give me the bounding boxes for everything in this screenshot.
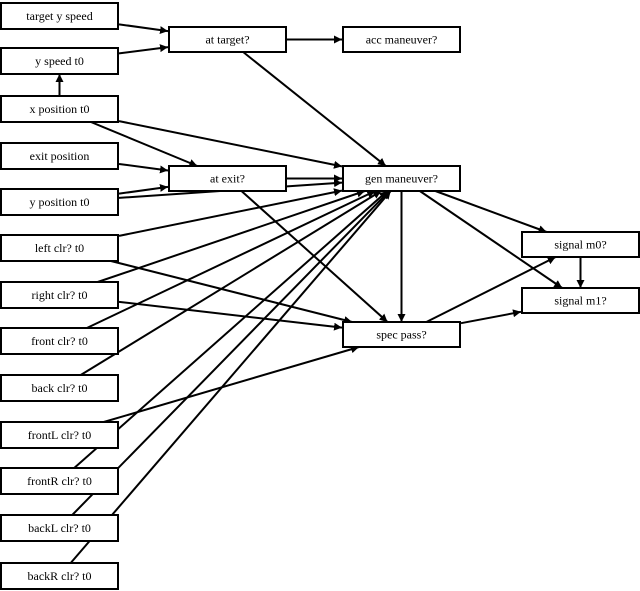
node-exit-position: exit position: [0, 142, 119, 170]
node-box: [521, 287, 640, 314]
node-label: right clr? t0: [32, 288, 88, 302]
node-y-speed-t0: y speed t0: [0, 47, 119, 75]
node-label: target y speed: [26, 9, 92, 23]
node-label: spec pass?: [376, 328, 426, 342]
node-box: [521, 231, 640, 258]
node-box: [0, 142, 119, 170]
node-label: left clr? t0: [35, 241, 84, 255]
node-backr-clr-t0: backR clr? t0: [0, 562, 119, 590]
edge-left-clr-t0-to-spec-pass: [110, 260, 353, 324]
node-box: [342, 26, 461, 53]
node-y-position-t0: y position t0: [0, 188, 119, 216]
node-box: [0, 47, 119, 75]
edge-gen-maneuver-to-signal-m1: [419, 190, 563, 289]
node-signal-m1: signal m1?: [521, 287, 640, 314]
node-label: y position t0: [29, 195, 89, 209]
node-signal-m0: signal m0?: [521, 231, 640, 258]
node-backl-clr-t0: backL clr? t0: [0, 514, 119, 542]
node-label: exit position: [30, 149, 90, 163]
edge-right-clr-t0-to-gen-maneuver: [97, 189, 366, 283]
node-box: [0, 2, 119, 30]
node-box: [0, 234, 119, 262]
node-box: [0, 562, 119, 590]
node-at-target: at target?: [168, 26, 287, 53]
node-spec-pass: spec pass?: [342, 321, 461, 348]
node-gen-maneuver: gen maneuver?: [342, 165, 461, 192]
edge-spec-pass-to-signal-m0: [425, 256, 557, 323]
node-right-clr-t0: right clr? t0: [0, 281, 119, 309]
node-left-clr-t0: left clr? t0: [0, 234, 119, 262]
edge-right-clr-t0-to-spec-pass: [118, 300, 343, 331]
edge-spec-pass-to-signal-m1: [460, 309, 522, 325]
node-label: front clr? t0: [31, 334, 88, 348]
node-label: backR clr? t0: [28, 569, 92, 583]
node-label: backL clr? t0: [28, 521, 91, 535]
node-box: [0, 421, 119, 449]
node-box: [168, 165, 287, 192]
node-acc-maneuver: acc maneuver?: [342, 26, 461, 53]
edge-left-clr-t0-to-gen-maneuver: [118, 188, 343, 237]
node-label: frontL clr? t0: [28, 428, 92, 442]
node-label: gen maneuver?: [365, 172, 438, 186]
edge-frontl-clr-t0-to-spec-pass: [103, 345, 360, 423]
node-frontl-clr-t0: frontL clr? t0: [0, 421, 119, 449]
edge-target-y-speed-to-at-target: [118, 23, 169, 35]
node-box: [342, 165, 461, 192]
edge-gen-maneuver-to-signal-m0: [435, 190, 547, 233]
edge-frontr-clr-t0-to-gen-maneuver: [73, 190, 389, 469]
edge-x-position-t0-to-at-exit: [90, 121, 198, 167]
node-x-position-t0: x position t0: [0, 95, 119, 123]
node-box: [342, 321, 461, 348]
node-label: frontR clr? t0: [27, 474, 92, 488]
node-box: [0, 188, 119, 216]
node-back-clr-t0: back clr? t0: [0, 374, 119, 402]
node-box: [0, 327, 119, 355]
edge-y-position-t0-to-at-exit: [118, 183, 169, 195]
edge-back-clr-t0-to-gen-maneuver: [80, 190, 382, 376]
edge-exit-position-to-at-exit: [118, 162, 169, 174]
edges-layer: [55, 23, 585, 564]
node-at-exit: at exit?: [168, 165, 287, 192]
node-label: y speed t0: [35, 54, 84, 68]
edge-y-speed-t0-to-at-target: [118, 44, 169, 55]
node-label: at exit?: [210, 172, 245, 186]
edge-x-position-t0-to-gen-maneuver: [118, 120, 343, 169]
node-box: [0, 467, 119, 495]
node-label: signal m0?: [554, 238, 606, 252]
node-box: [168, 26, 287, 53]
node-frontr-clr-t0: frontR clr? t0: [0, 467, 119, 495]
edge-at-target-to-gen-maneuver: [242, 51, 387, 167]
edge-backr-clr-t0-to-gen-maneuver: [69, 190, 392, 564]
node-label: acc maneuver?: [366, 33, 438, 47]
node-label: at target?: [205, 33, 249, 47]
node-box: [0, 374, 119, 402]
node-target-y-speed: target y speed: [0, 2, 119, 30]
node-front-clr-t0: front clr? t0: [0, 327, 119, 355]
node-label: signal m1?: [554, 294, 606, 308]
node-box: [0, 95, 119, 123]
node-label: x position t0: [29, 102, 89, 116]
edge-backl-clr-t0-to-gen-maneuver: [71, 190, 390, 516]
node-box: [0, 281, 119, 309]
node-label: back clr? t0: [32, 381, 88, 395]
node-box: [0, 514, 119, 542]
edge-front-clr-t0-to-gen-maneuver: [86, 190, 376, 329]
